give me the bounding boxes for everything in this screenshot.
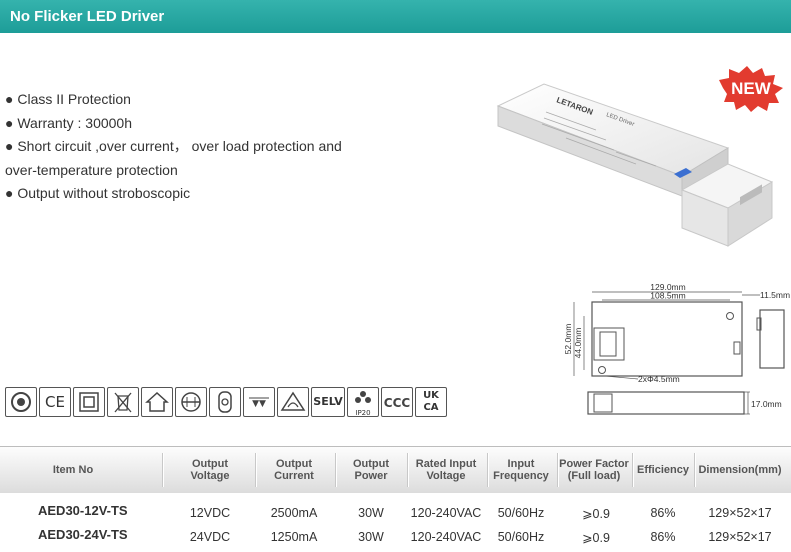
rcm-mark-icon [277, 387, 309, 417]
dim-holes: 2xΦ4.5mm [638, 374, 680, 384]
table-cell: 86% [650, 530, 676, 544]
table-cell: 86% [650, 506, 676, 520]
dim-height: 17.0mm [751, 399, 782, 409]
ce-mark-icon: CE [39, 387, 71, 417]
safety-mark-icon [5, 387, 37, 417]
furniture-mount-icon: ▼▼ [243, 387, 275, 417]
svg-text:CCC: CCC [384, 396, 411, 410]
feature-item: ● Short circuit ,over current， over load… [5, 138, 342, 154]
feature-list: ● Class II Protection ● Warranty : 30000… [5, 88, 365, 206]
dim-hole-spacing: 108.5mm [650, 291, 685, 301]
table-cell: 1250mA [270, 530, 318, 544]
table-cell: 30W [358, 530, 384, 544]
table-cell: 129×52×17 [708, 530, 772, 544]
header-bar: No Flicker LED Driver [0, 0, 791, 33]
table-cell: 120-240VAC [410, 506, 482, 520]
table-cell-item-no: AED30-12V-TS [38, 503, 128, 518]
col-header-output-current: Output Current [274, 458, 314, 482]
feature-item: ● Class II Protection [5, 91, 131, 107]
page-title: No Flicker LED Driver [10, 8, 165, 25]
col-header-input-frequency: Input Frequency [493, 458, 549, 482]
independent-driver-icon [209, 387, 241, 417]
dim-width: 52.0mm [563, 324, 573, 355]
ccc-mark-icon: CCC [381, 387, 413, 417]
col-header-output-voltage: Output Voltage [190, 458, 230, 482]
table-cell: ⩾0.9 [582, 507, 610, 521]
col-header-efficiency: Efficiency [637, 464, 689, 476]
indoor-use-icon [141, 387, 173, 417]
ip20-icon: IP20 [347, 387, 379, 417]
transformer-icon [175, 387, 207, 417]
table-cell: 50/60Hz [497, 530, 545, 544]
table-cell: ⩾0.9 [582, 531, 610, 545]
table-cell: 50/60Hz [497, 506, 545, 520]
col-header-item-no: Item No [52, 464, 94, 476]
dim-inner-width: 44.0mm [573, 328, 583, 359]
dimension-drawing: 129.0mm 108.5mm 11.5mm 52.0mm 44.0mm 2xΦ… [563, 282, 790, 415]
table-cell-item-no: AED30-24V-TS [38, 527, 128, 542]
dim-end-cap: 11.5mm [760, 290, 790, 300]
table-cell: 12VDC [189, 506, 231, 520]
col-header-dimension: Dimension(mm) [698, 464, 782, 476]
new-badge-label: NEW [731, 79, 772, 98]
table-cell: 24VDC [189, 530, 231, 544]
col-header-output-power: Output Power [352, 458, 390, 482]
feature-item: ● Warranty : 30000h [5, 114, 132, 131]
table-cell: 30W [358, 506, 384, 520]
table-cell: 129×52×17 [708, 506, 772, 520]
svg-text:▼▼: ▼▼ [252, 399, 266, 409]
ukca-mark-icon: UK CA [415, 387, 447, 417]
table-cell: 120-240VAC [410, 530, 482, 544]
class-ii-icon [73, 387, 105, 417]
table-header: Item No Output Voltage Output Current Ou… [0, 446, 791, 493]
spec-table: Item No Output Voltage Output Current Ou… [0, 446, 791, 552]
col-header-power-factor: Power Factor (Full load) [559, 458, 629, 482]
new-badge: NEW [719, 66, 783, 112]
product-image: LETARON LED Driver [496, 83, 774, 247]
col-header-rated-input-voltage: Rated Input Voltage [415, 458, 477, 482]
table-cell: 2500mA [270, 506, 318, 520]
feature-item: over-temperature protection [5, 161, 178, 178]
feature-item: ● Output without stroboscopic [5, 185, 191, 201]
weee-bin-icon [107, 387, 139, 417]
selv-icon: SELV [311, 387, 345, 417]
dim-length: 129.0mm [650, 282, 685, 292]
